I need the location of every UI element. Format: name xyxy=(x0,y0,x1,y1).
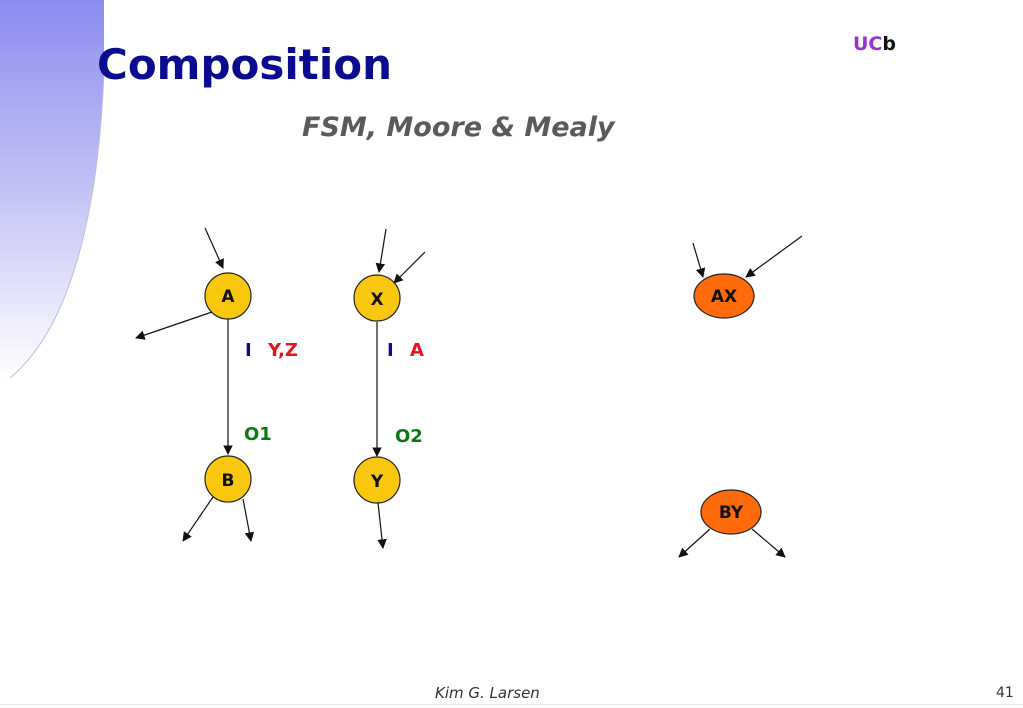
edge-A-out xyxy=(135,311,213,340)
edge-Y-out xyxy=(377,502,387,549)
side-gradient-decoration xyxy=(0,0,105,379)
ucb-logo: UCb xyxy=(853,33,896,55)
m2-input-label: I xyxy=(387,340,394,361)
state-AX-label: AX xyxy=(711,287,737,307)
logo-uc-text: UC xyxy=(853,33,883,55)
state-Y: Y xyxy=(353,456,401,504)
edge-B-out-left xyxy=(182,496,214,542)
edge-init-X-top xyxy=(375,228,387,273)
state-B-label: B xyxy=(222,471,235,491)
state-X-label: X xyxy=(370,290,383,310)
state-X: X xyxy=(353,274,401,322)
state-B: B xyxy=(204,455,252,503)
state-AX: AX xyxy=(693,273,755,319)
edge-init-X-right xyxy=(393,251,426,284)
state-BY: BY xyxy=(700,489,762,535)
edge-init-AX-right xyxy=(745,235,803,278)
slide-subtitle: FSM, Moore & Mealy xyxy=(302,112,615,143)
page-number: 41 xyxy=(996,685,1014,701)
edge-BY-out-left xyxy=(678,528,711,558)
m1-guard-label: O1 xyxy=(244,424,272,445)
m2-outputs-label: A xyxy=(410,340,424,361)
state-BY-label: BY xyxy=(719,503,744,523)
m2-guard-label: O2 xyxy=(395,426,423,447)
edge-init-AX-left xyxy=(692,242,706,278)
slide-title: Composition xyxy=(97,40,392,89)
m1-outputs-label: Y,Z xyxy=(267,340,298,361)
state-A-label: A xyxy=(221,287,235,307)
edge-init-A xyxy=(204,227,224,269)
state-Y-label: Y xyxy=(370,472,384,492)
edge-BY-out-right xyxy=(751,528,786,558)
m1-input-label: I xyxy=(245,340,252,361)
edge-B-out-right xyxy=(242,498,255,542)
footer-author: Kim G. Larsen xyxy=(435,684,540,702)
state-A: A xyxy=(204,272,252,320)
logo-b-text: b xyxy=(882,33,896,55)
footer-divider xyxy=(0,704,1023,705)
